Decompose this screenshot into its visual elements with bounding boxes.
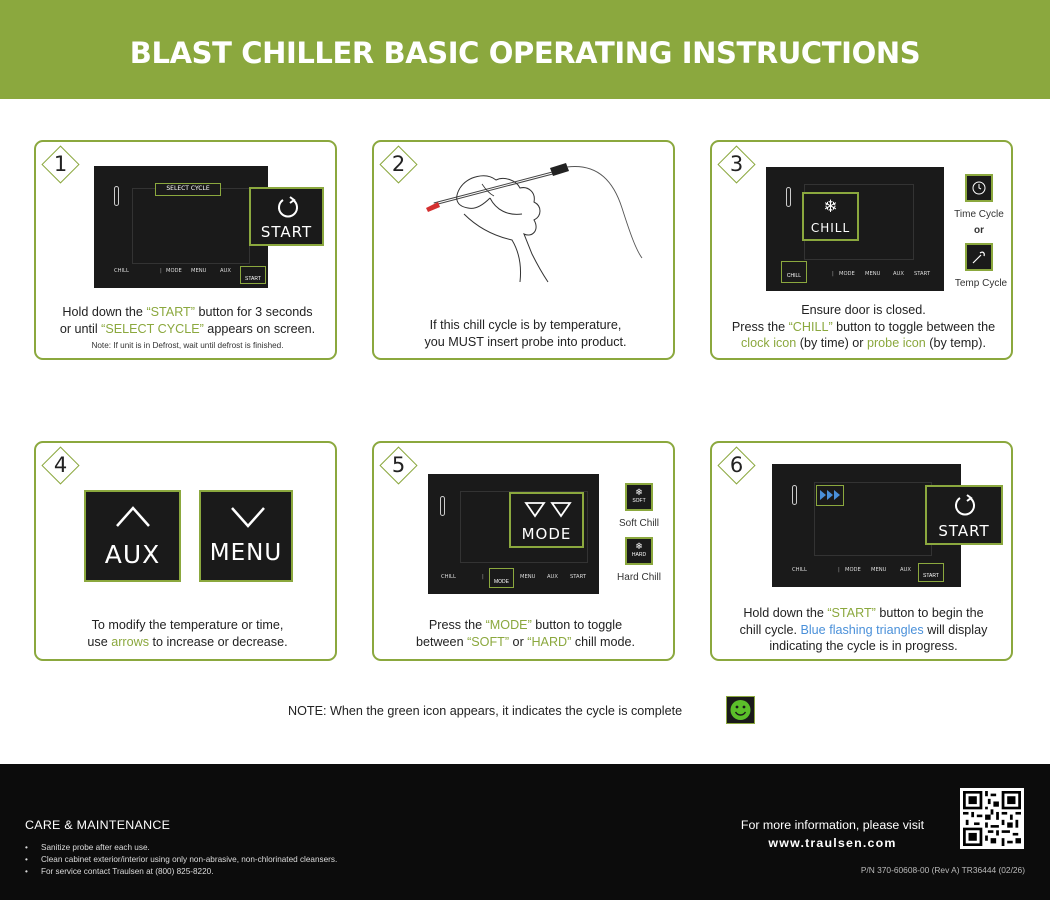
part-number: P/N 370-60608-00 (Rev A) TR36444 (02/26) <box>860 865 1025 875</box>
start-label: START <box>260 223 313 241</box>
hand-inserting-probe-illustration <box>426 163 643 283</box>
step-number-badge: 3 <box>717 145 756 184</box>
thermometer-icon <box>114 186 119 206</box>
page-title: BLAST CHILLER BASIC OPERATING INSTRUCTIO… <box>129 36 921 70</box>
blue-triangles-indicator <box>816 485 844 506</box>
step-number-badge: 6 <box>717 446 756 485</box>
restart-icon <box>278 196 298 218</box>
panel-button-row: CHILL | MENU AUX START <box>441 574 587 580</box>
control-panel-image: SELECT CYCLE CHILL | MODE MENU AUX START <box>94 166 268 288</box>
care-maintenance-title: CARE & MAINTENANCE <box>25 818 171 832</box>
step-card-2: 2 If this chill cycle is by temperature,… <box>372 140 675 360</box>
snowflake-icon: ❄ <box>823 197 838 216</box>
step-6-instructions: Hold down the “START” button to begin th… <box>739 606 988 653</box>
temp-cycle-caption: Temp Cycle <box>954 278 1008 289</box>
step-card-1: 1 SELECT CYCLE CHILL | MODE MENU AUX STA… <box>34 140 337 360</box>
up-arrow-icon <box>116 506 150 527</box>
select-cycle-display: SELECT CYCLE <box>155 183 221 196</box>
list-item: Clean cabinet exterior/interior using on… <box>25 854 337 866</box>
thermometer-icon <box>786 187 791 207</box>
time-cycle-caption: Time Cycle <box>954 209 1004 220</box>
mode-small-highlight: MODE <box>489 568 514 588</box>
more-info-text: For more information, please visit <box>740 818 925 832</box>
panel-button-row: CHILL | MODE MENU AUX <box>114 268 231 274</box>
start-small-highlight: START <box>240 266 266 284</box>
care-maintenance-list: Sanitize probe after each use. Clean cab… <box>25 842 337 878</box>
start-button-zoom: START <box>925 485 1003 545</box>
menu-button-zoom: MENU <box>199 490 293 582</box>
list-item: Sanitize probe after each use. <box>25 842 337 854</box>
aux-button-zoom: AUX <box>84 490 181 582</box>
mode-button-zoom: MODE <box>509 492 584 548</box>
restart-icon <box>955 494 975 516</box>
header-banner: BLAST CHILLER BASIC OPERATING INSTRUCTIO… <box>0 0 1050 99</box>
probe-icon <box>965 243 993 271</box>
clock-icon <box>965 174 993 202</box>
menu-label: MENU <box>209 540 283 566</box>
control-panel-image: CHILL | MODE MENU AUX START <box>772 464 961 587</box>
chill-button-zoom: ❄ CHILL <box>802 192 859 241</box>
step-card-6: 6 CHILL | MODE MENU AUX START START Hold… <box>710 441 1013 661</box>
start-label: START <box>938 522 990 540</box>
list-item: For service contact Traulsen at (800) 82… <box>25 866 337 878</box>
down-arrow-icon <box>231 507 265 528</box>
step-4-instructions: To modify the temperature or time, use a… <box>87 618 288 649</box>
mode-triangles-icon <box>524 502 572 518</box>
step-number-badge: 1 <box>41 145 80 184</box>
smiley-face-icon <box>726 696 755 724</box>
thermometer-icon <box>440 496 445 516</box>
website-link[interactable]: www.traulsen.com <box>768 836 897 850</box>
step-3-instructions: Ensure door is closed. Press the “CHILL”… <box>731 303 996 350</box>
start-small-highlight: START <box>918 563 944 582</box>
step-card-3: 3 | MODE MENU AUX START CHILL ❄ CHILL Ti… <box>710 140 1013 360</box>
step-number-badge: 2 <box>379 145 418 184</box>
mode-label: MODE <box>521 525 572 543</box>
step-card-4: 4 AUX MENU To modify the temperature or … <box>34 441 337 661</box>
soft-chill-caption: Soft Chill <box>618 518 659 529</box>
step-number-badge: 4 <box>41 446 80 485</box>
step-card-5: 5 CHILL | MENU AUX START MODE MODE ❄ SOF… <box>372 441 675 661</box>
hard-chill-icon: ❄ HARD <box>625 537 653 565</box>
footer: CARE & MAINTENANCE Sanitize probe after … <box>0 764 1050 900</box>
more-info-block: For more information, please visit www.t… <box>700 816 965 852</box>
start-button-zoom: START <box>249 187 324 246</box>
hard-chill-caption: Hard Chill <box>617 572 661 583</box>
or-caption: or <box>974 225 984 236</box>
cycle-complete-note: NOTE: When the green icon appears, it in… <box>288 704 683 718</box>
step-5-instructions: Press the “MODE” button to toggle betwee… <box>415 618 636 649</box>
panel-button-row: | MODE MENU AUX START <box>832 271 931 277</box>
aux-label: AUX <box>104 540 161 569</box>
thermometer-icon <box>792 485 797 505</box>
qr-code-icon <box>960 788 1024 849</box>
step-1-instructions: Hold down the “START” button for 3 secon… <box>59 305 316 336</box>
soft-chill-icon: ❄ SOFT <box>625 483 653 511</box>
progress-triangles-icon <box>820 490 840 500</box>
step-number-badge: 5 <box>379 446 418 485</box>
chill-small-highlight: CHILL <box>781 261 807 283</box>
panel-button-row: CHILL | MODE MENU AUX <box>792 567 911 573</box>
defrost-note: Note: If unit is in Defrost, wait until … <box>91 341 284 350</box>
step-2-instructions: If this chill cycle is by temperature, y… <box>424 318 627 349</box>
chill-label: CHILL <box>810 221 851 235</box>
